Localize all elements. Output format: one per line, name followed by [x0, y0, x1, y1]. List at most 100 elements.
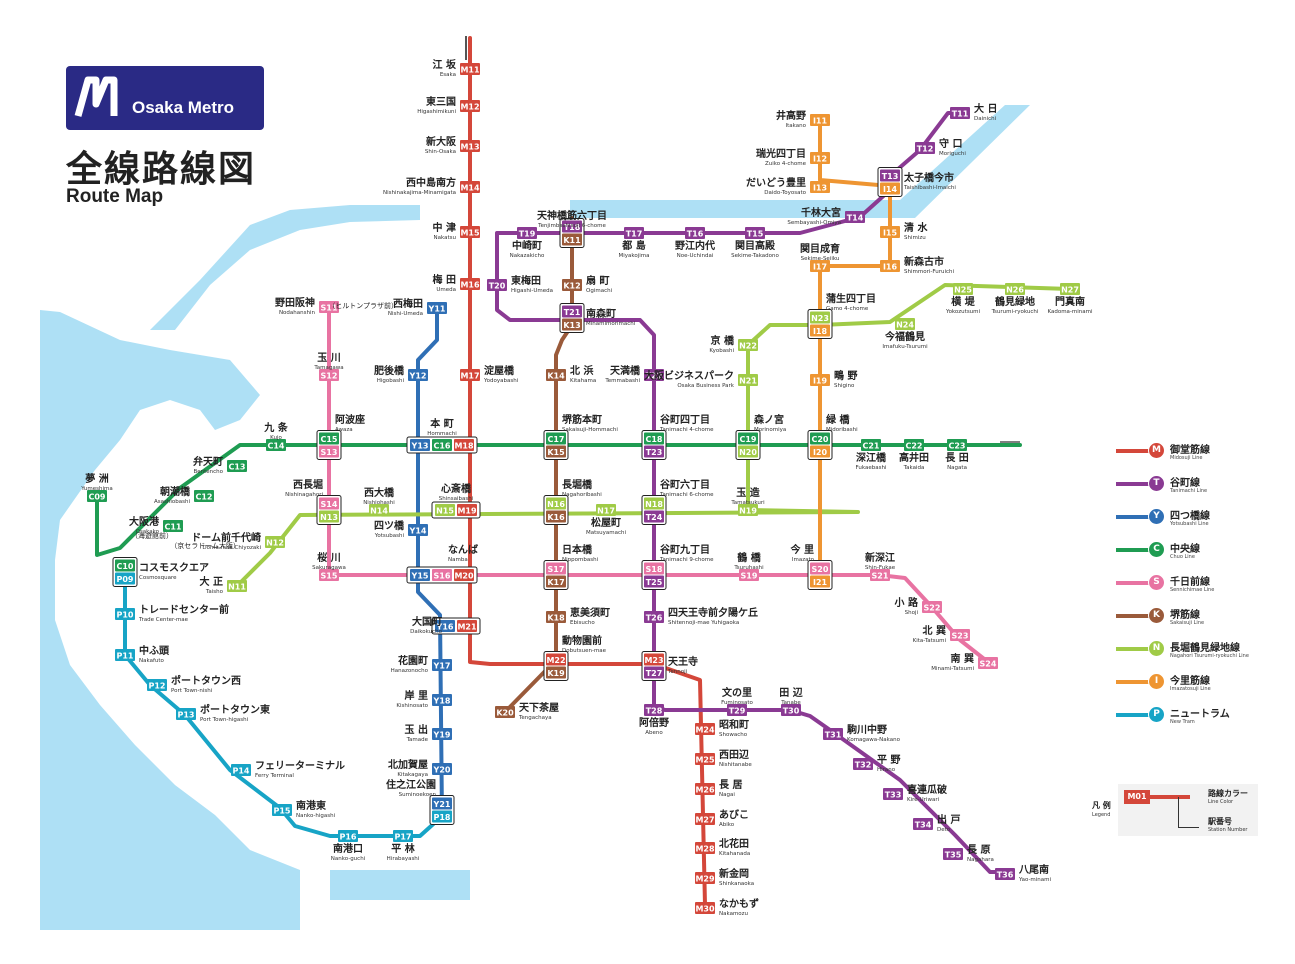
station-code-N17[interactable]: N17	[596, 504, 616, 516]
station-code-Y12[interactable]: Y12	[408, 369, 428, 381]
station-code-K12[interactable]: K12	[562, 279, 582, 291]
station-code-Y17[interactable]: Y17	[432, 659, 452, 671]
station-code-P15[interactable]: P15	[272, 804, 292, 816]
station-code-N25[interactable]: N25	[953, 283, 973, 295]
station-code-I20[interactable]: I20	[810, 445, 830, 458]
station-code-S21[interactable]: S21	[870, 569, 890, 581]
station-code-C19[interactable]: C19	[738, 432, 758, 445]
station-code-N12[interactable]: N12	[265, 536, 285, 548]
station-code-Y18[interactable]: Y18	[432, 694, 452, 706]
station-code-K19[interactable]: K19	[546, 666, 566, 679]
station-code-M19[interactable]: M19	[457, 504, 477, 516]
line-S[interactable]	[327, 305, 990, 664]
station-code-N23[interactable]: N23	[810, 311, 830, 324]
station-code-T29[interactable]: T29	[727, 704, 747, 716]
station-code-K11[interactable]: K11	[562, 233, 582, 246]
station-code-M23[interactable]: M23	[644, 653, 664, 666]
station-code-I14[interactable]: I14	[880, 182, 900, 195]
station-code-S20[interactable]: S20	[810, 562, 830, 575]
station-code-M26[interactable]: M26	[695, 783, 715, 795]
station-code-T23[interactable]: T23	[644, 445, 664, 458]
station-code-T31[interactable]: T31	[823, 728, 843, 740]
station-code-T35[interactable]: T35	[943, 848, 963, 860]
station-code-K17[interactable]: K17	[546, 575, 566, 588]
station-code-N13[interactable]: N13	[319, 510, 339, 523]
station-code-Y21[interactable]: Y21	[432, 797, 452, 810]
station-code-M22[interactable]: M22	[546, 653, 566, 666]
station-code-Y14[interactable]: Y14	[408, 524, 428, 536]
station-code-I21[interactable]: I21	[810, 575, 830, 588]
station-code-M13[interactable]: M13	[460, 140, 480, 152]
station-code-I15[interactable]: I15	[880, 226, 900, 238]
station-code-M18[interactable]: M18	[454, 439, 474, 451]
station-code-C13[interactable]: C13	[227, 460, 247, 472]
station-code-S15[interactable]: S15	[319, 569, 339, 581]
station-code-P11[interactable]: P11	[115, 649, 135, 661]
station-code-T28[interactable]: T28	[644, 704, 664, 716]
station-code-T12[interactable]: T12	[915, 142, 935, 154]
station-code-N21[interactable]: N21	[738, 374, 758, 386]
station-code-P09[interactable]: P09	[115, 572, 135, 585]
station-code-T15[interactable]: T15	[745, 227, 765, 239]
station-code-I17[interactable]: I17	[810, 260, 830, 272]
station-code-S14[interactable]: S14	[319, 497, 339, 510]
station-code-S11[interactable]: S11	[319, 301, 339, 313]
station-code-N11[interactable]: N11	[227, 580, 247, 592]
station-code-I16[interactable]: I16	[880, 260, 900, 272]
station-code-T26[interactable]: T26	[644, 611, 664, 623]
station-code-T21[interactable]: T21	[562, 305, 582, 318]
station-code-C17[interactable]: C17	[546, 432, 566, 445]
station-code-N18[interactable]: N18	[644, 497, 664, 510]
station-code-N20[interactable]: N20	[738, 445, 758, 458]
station-code-T16[interactable]: T16	[685, 227, 705, 239]
station-code-T34[interactable]: T34	[913, 818, 933, 830]
